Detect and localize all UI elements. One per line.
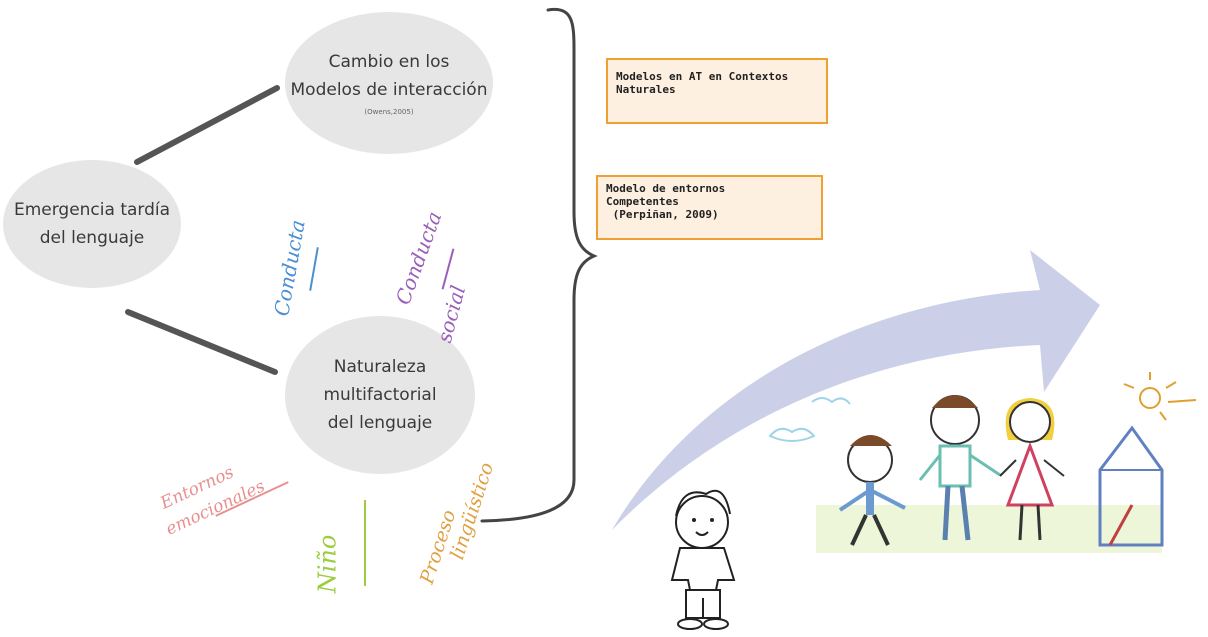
bubble-late-language-emergence: Emergencia tardía del lenguaje [3,160,181,288]
bubble-emergence-line1: Emergencia tardía [13,200,171,220]
child-outline-icon [670,489,736,630]
bubble-nature-line3: del lenguaje [327,413,433,433]
handwritten-nino: Niño [313,534,342,594]
bubble-emergence-line2: del lenguaje [39,228,145,248]
connector-line-upper [134,85,280,165]
box-models-line1: Modelos en AT en Contextos [616,70,789,83]
box-models-line2: Naturales [616,83,676,96]
connector-line-lower [125,309,278,375]
bubble-change-line1: Cambio en los [328,52,450,72]
bubble-change-line2: Modelos de interacción [290,80,488,100]
bubble-multifactorial-nature: Naturaleza multifactorial del lenguaje [285,316,475,474]
bubble-nature-line2: multifactorial [323,385,437,405]
children-drawing-icon [768,372,1197,553]
box-natural-contexts-models: Modelos en AT en Contextos Naturales [606,58,828,124]
box-competent-environments-model: Modelo de entornos Competentes (Perpiñan… [596,175,823,240]
bubble-nature-line1: Naturaleza [333,357,427,377]
handwritten-nino-underline [364,500,366,586]
box-env-line2: Competentes [606,195,679,208]
curly-brace [480,7,598,523]
bubble-interaction-models-change: Cambio en los Modelos de interacción (Ow… [285,12,493,154]
bubble-change-citation: (Owens,2005) [364,108,414,116]
box-env-line1: Modelo de entornos [606,182,726,195]
growth-arrow-icon [612,250,1100,530]
box-env-line3: (Perpiñan, 2009) [606,208,719,221]
